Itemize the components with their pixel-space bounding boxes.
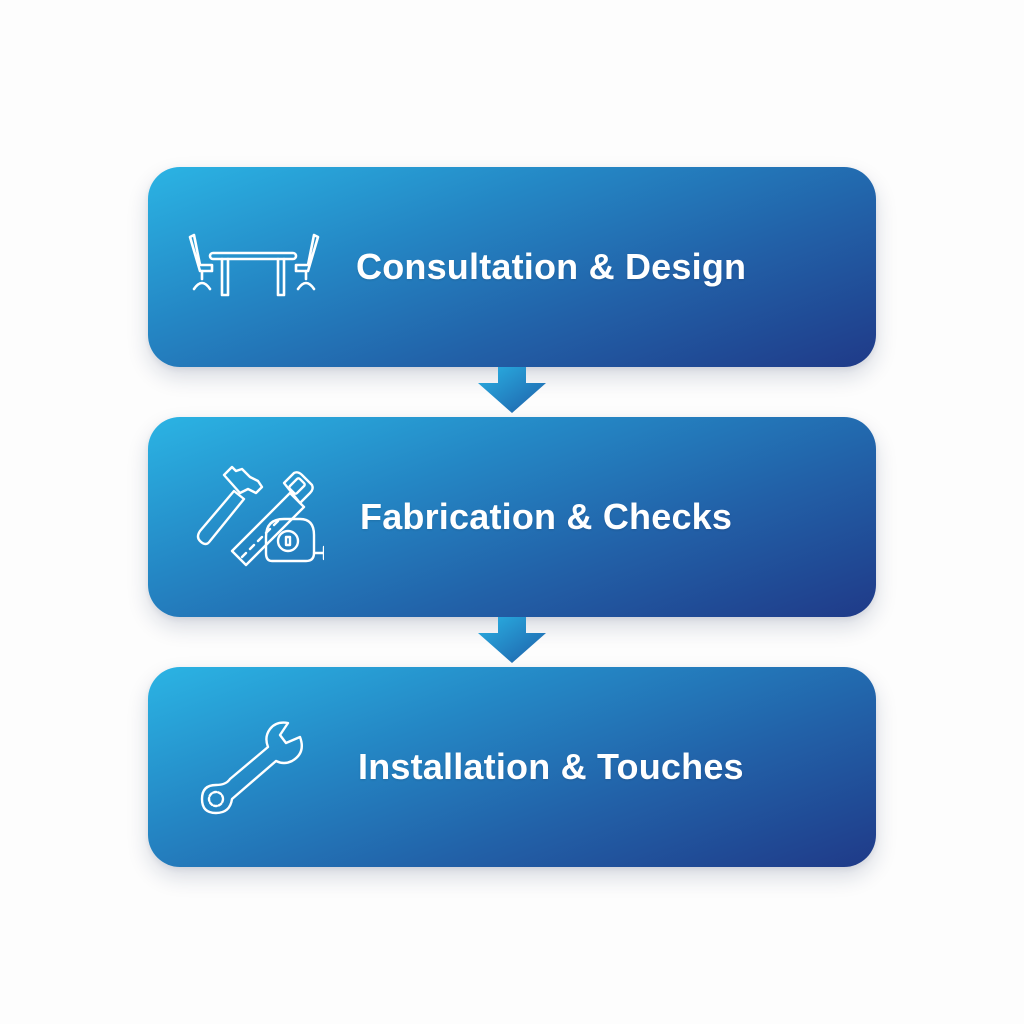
arrow-down-icon xyxy=(478,367,546,413)
step-card-fabrication: Fabrication & Checks xyxy=(148,417,876,617)
step-label: Fabrication & Checks xyxy=(360,496,733,537)
wrench-icon xyxy=(184,702,324,832)
step-label: Installation & Touches xyxy=(358,746,744,787)
step-card-installation: Installation & Touches xyxy=(148,667,876,867)
step-label: Consultation & Design xyxy=(356,246,747,287)
hammer-ruler-tape-measure-icon xyxy=(184,452,324,582)
step-card-consultation: Consultation & Design xyxy=(148,167,876,367)
table-and-chairs-icon xyxy=(184,202,324,332)
arrow-down-icon xyxy=(478,617,546,663)
